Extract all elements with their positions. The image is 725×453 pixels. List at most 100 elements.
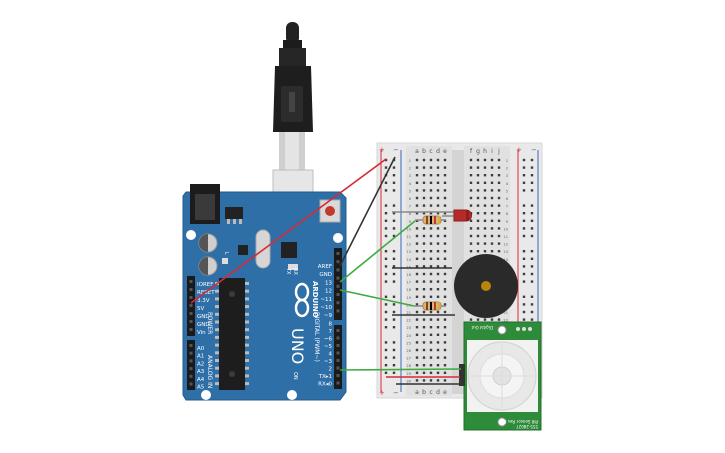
breadboard-hole[interactable]: [497, 227, 501, 230]
breadboard-hole[interactable]: [476, 250, 480, 253]
rail-hole[interactable]: [384, 234, 388, 238]
breadboard-hole[interactable]: [436, 242, 440, 245]
breadboard-hole[interactable]: [436, 158, 440, 162]
rail-hole[interactable]: [384, 250, 388, 253]
breadboard-hole[interactable]: [497, 189, 501, 192]
breadboard-hole[interactable]: [497, 219, 501, 222]
rail-hole[interactable]: [530, 234, 534, 238]
breadboard-hole[interactable]: [415, 242, 419, 245]
breadboard-hole[interactable]: [497, 166, 501, 169]
breadboard-hole[interactable]: [429, 295, 433, 298]
breadboard-hole[interactable]: [422, 288, 426, 291]
breadboard-hole[interactable]: [443, 371, 447, 374]
rail-hole[interactable]: [392, 250, 396, 253]
rail-hole[interactable]: [522, 272, 526, 276]
breadboard-hole[interactable]: [469, 166, 473, 169]
breadboard-hole[interactable]: [483, 227, 487, 230]
rail-hole[interactable]: [392, 280, 396, 283]
breadboard-hole[interactable]: [429, 318, 433, 321]
breadboard-hole[interactable]: [429, 265, 433, 268]
breadboard-hole[interactable]: [469, 174, 473, 177]
breadboard-hole[interactable]: [483, 219, 487, 222]
rail-hole[interactable]: [392, 189, 396, 192]
rail-hole[interactable]: [384, 204, 388, 207]
breadboard-hole[interactable]: [422, 227, 426, 230]
breadboard-hole[interactable]: [422, 158, 426, 162]
breadboard-hole[interactable]: [490, 250, 494, 253]
breadboard-hole[interactable]: [469, 242, 473, 245]
breadboard-hole[interactable]: [436, 257, 440, 260]
header-pin[interactable]: [189, 288, 193, 291]
breadboard-hole[interactable]: [490, 212, 494, 215]
breadboard-hole[interactable]: [476, 196, 480, 200]
breadboard-hole[interactable]: [443, 348, 447, 352]
breadboard-hole[interactable]: [443, 310, 447, 314]
breadboard-hole[interactable]: [415, 295, 419, 298]
breadboard-hole[interactable]: [490, 318, 494, 321]
rail-hole[interactable]: [530, 174, 534, 177]
breadboard-hole[interactable]: [436, 288, 440, 291]
breadboard-hole[interactable]: [443, 288, 447, 291]
header-pin[interactable]: [336, 252, 340, 255]
rail-hole[interactable]: [522, 303, 526, 306]
breadboard-hole[interactable]: [436, 204, 440, 207]
rail-hole[interactable]: [384, 257, 388, 260]
breadboard-hole[interactable]: [469, 181, 473, 184]
breadboard-hole[interactable]: [497, 181, 501, 184]
rail-hole[interactable]: [530, 303, 534, 306]
rail-hole[interactable]: [392, 227, 396, 230]
breadboard-hole[interactable]: [476, 189, 480, 192]
breadboard-hole[interactable]: [429, 333, 433, 336]
wire-5v-red[interactable]: [190, 158, 387, 304]
rail-hole[interactable]: [522, 280, 526, 283]
breadboard-hole[interactable]: [483, 318, 487, 321]
rail-hole[interactable]: [384, 356, 388, 359]
breadboard-hole[interactable]: [436, 181, 440, 184]
breadboard-hole[interactable]: [443, 189, 447, 192]
breadboard-hole[interactable]: [429, 242, 433, 245]
breadboard-hole[interactable]: [497, 234, 501, 238]
breadboard-hole[interactable]: [497, 158, 501, 162]
rail-hole[interactable]: [384, 272, 388, 276]
breadboard-hole[interactable]: [490, 181, 494, 184]
rail-hole[interactable]: [530, 250, 534, 253]
rail-hole[interactable]: [384, 280, 388, 283]
header-pin[interactable]: [336, 374, 340, 377]
breadboard-hole[interactable]: [476, 227, 480, 230]
rail-hole[interactable]: [392, 166, 396, 169]
breadboard-hole[interactable]: [422, 272, 426, 276]
rail-hole[interactable]: [522, 318, 526, 321]
rail-hole[interactable]: [384, 348, 388, 352]
breadboard-hole[interactable]: [436, 333, 440, 336]
breadboard-hole[interactable]: [490, 227, 494, 230]
rail-hole[interactable]: [384, 318, 388, 321]
breadboard-hole[interactable]: [422, 196, 426, 200]
resistor-buzzer[interactable]: [414, 301, 446, 311]
header-pin[interactable]: [336, 336, 340, 340]
breadboard-hole[interactable]: [443, 333, 447, 336]
rail-hole[interactable]: [392, 326, 396, 329]
breadboard-hole[interactable]: [443, 379, 447, 382]
rail-hole[interactable]: [522, 166, 526, 169]
breadboard-hole[interactable]: [422, 318, 426, 321]
breadboard-hole[interactable]: [443, 212, 447, 215]
breadboard-hole[interactable]: [476, 181, 480, 184]
breadboard-hole[interactable]: [429, 288, 433, 291]
breadboard-hole[interactable]: [443, 318, 447, 321]
breadboard-hole[interactable]: [483, 181, 487, 184]
breadboard-hole[interactable]: [476, 174, 480, 177]
breadboard-hole[interactable]: [422, 295, 426, 298]
breadboard-hole[interactable]: [443, 295, 447, 298]
breadboard-hole[interactable]: [443, 280, 447, 283]
breadboard-hole[interactable]: [415, 166, 419, 169]
breadboard-hole[interactable]: [490, 196, 494, 200]
breadboard-hole[interactable]: [443, 257, 447, 260]
piezo-buzzer[interactable]: [454, 254, 518, 318]
breadboard-hole[interactable]: [476, 318, 480, 321]
breadboard-hole[interactable]: [443, 272, 447, 276]
breadboard-hole[interactable]: [429, 371, 433, 374]
rail-hole[interactable]: [384, 310, 388, 314]
breadboard-hole[interactable]: [490, 158, 494, 162]
rail-hole[interactable]: [392, 174, 396, 177]
